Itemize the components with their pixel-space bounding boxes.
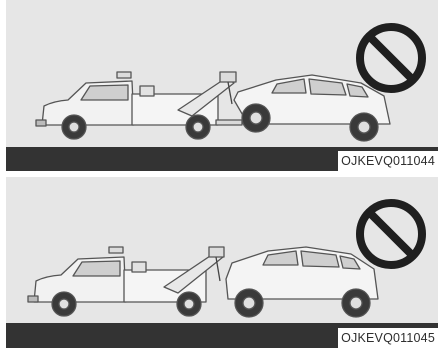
figure-panel-1: OJKEVQ011044 [6,0,438,171]
figure-panel-2: OJKEVQ011045 [6,177,438,348]
figure-code: OJKEVQ011044 [338,151,438,171]
towing-illustration-2 [6,177,438,348]
towing-illustration-1 [6,0,438,171]
figure-code: OJKEVQ011045 [338,328,438,348]
